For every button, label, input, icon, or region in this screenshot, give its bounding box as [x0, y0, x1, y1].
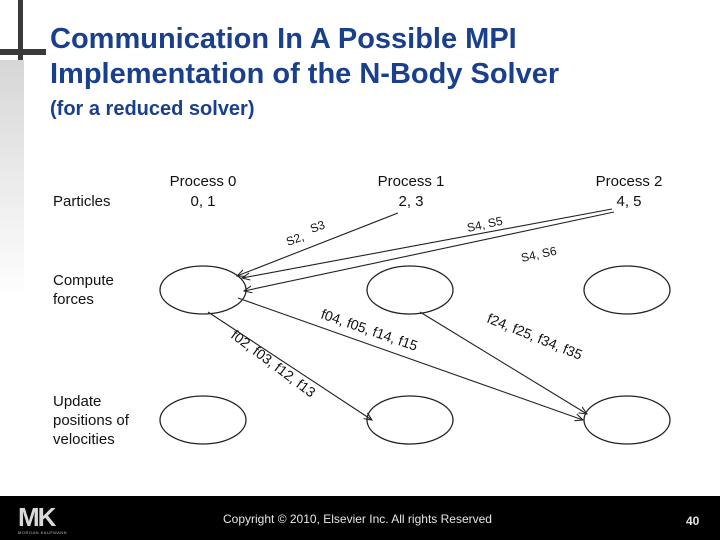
row-label-particles: Particles — [53, 193, 111, 210]
edge-label-forces-right: f24, f25, f34, f35 — [485, 310, 585, 363]
process-2-particles: 4, 5 — [616, 193, 641, 210]
compute-node-process-2 — [583, 265, 671, 315]
process-0-name: Process 0 — [170, 173, 237, 190]
edge-label-s3: S3 — [308, 218, 327, 236]
arrow-s4-s6 — [244, 211, 615, 291]
update-node-process-0 — [159, 395, 247, 445]
decorative-bar-horizontal — [0, 49, 46, 55]
edge-label-s2: S2, — [284, 230, 306, 249]
process-2-name: Process 2 — [596, 173, 663, 190]
edge-label-s4-s6: S4, S6 — [520, 244, 558, 265]
communication-diagram: Particles Compute forces Update position… — [53, 173, 671, 448]
footer-bar: MK MORGAN KAUFMANN Copyright © 2010, Els… — [0, 496, 720, 540]
row-label-update-line2: positions of — [53, 412, 130, 429]
arrow-s2-s3 — [237, 212, 399, 276]
arrow-forces-to-process-2 — [237, 297, 583, 420]
edge-label-forces-middle: f04, f05, f14, f15 — [319, 306, 420, 354]
edge-label-s4-s5: S4, S5 — [466, 214, 504, 235]
update-node-process-1 — [366, 395, 454, 445]
decorative-bar-vertical — [18, 0, 23, 62]
edge-label-forces-left: f02, f03, f12, f13 — [228, 327, 319, 401]
update-node-process-2 — [583, 395, 671, 445]
page-number: 40 — [686, 514, 700, 528]
publisher-logo-subtext: MORGAN KAUFMANN — [18, 530, 68, 535]
slide-subtitle: (for a reduced solver) — [50, 98, 255, 120]
arrow-forces-process-1-to-2 — [419, 311, 587, 414]
row-label-update-line1: Update — [53, 393, 101, 410]
arrow-forces-to-process-1 — [207, 311, 372, 420]
process-0-particles: 0, 1 — [190, 193, 215, 210]
row-label-update-line3: velocities — [53, 431, 115, 448]
arrow-s4-s5 — [242, 208, 613, 278]
process-1-name: Process 1 — [378, 173, 445, 190]
row-label-compute-line2: forces — [53, 291, 94, 308]
process-1-particles: 2, 3 — [398, 193, 423, 210]
compute-node-process-0 — [159, 265, 247, 315]
publisher-logo: MK — [18, 502, 56, 532]
copyright-text: Copyright © 2010, Elsevier Inc. All righ… — [223, 512, 492, 526]
decorative-gradient — [0, 60, 24, 300]
compute-node-process-1 — [366, 265, 454, 315]
row-label-compute-line1: Compute — [53, 272, 114, 289]
slide-title: Communication In A Possible MPI Implemen… — [50, 23, 560, 90]
